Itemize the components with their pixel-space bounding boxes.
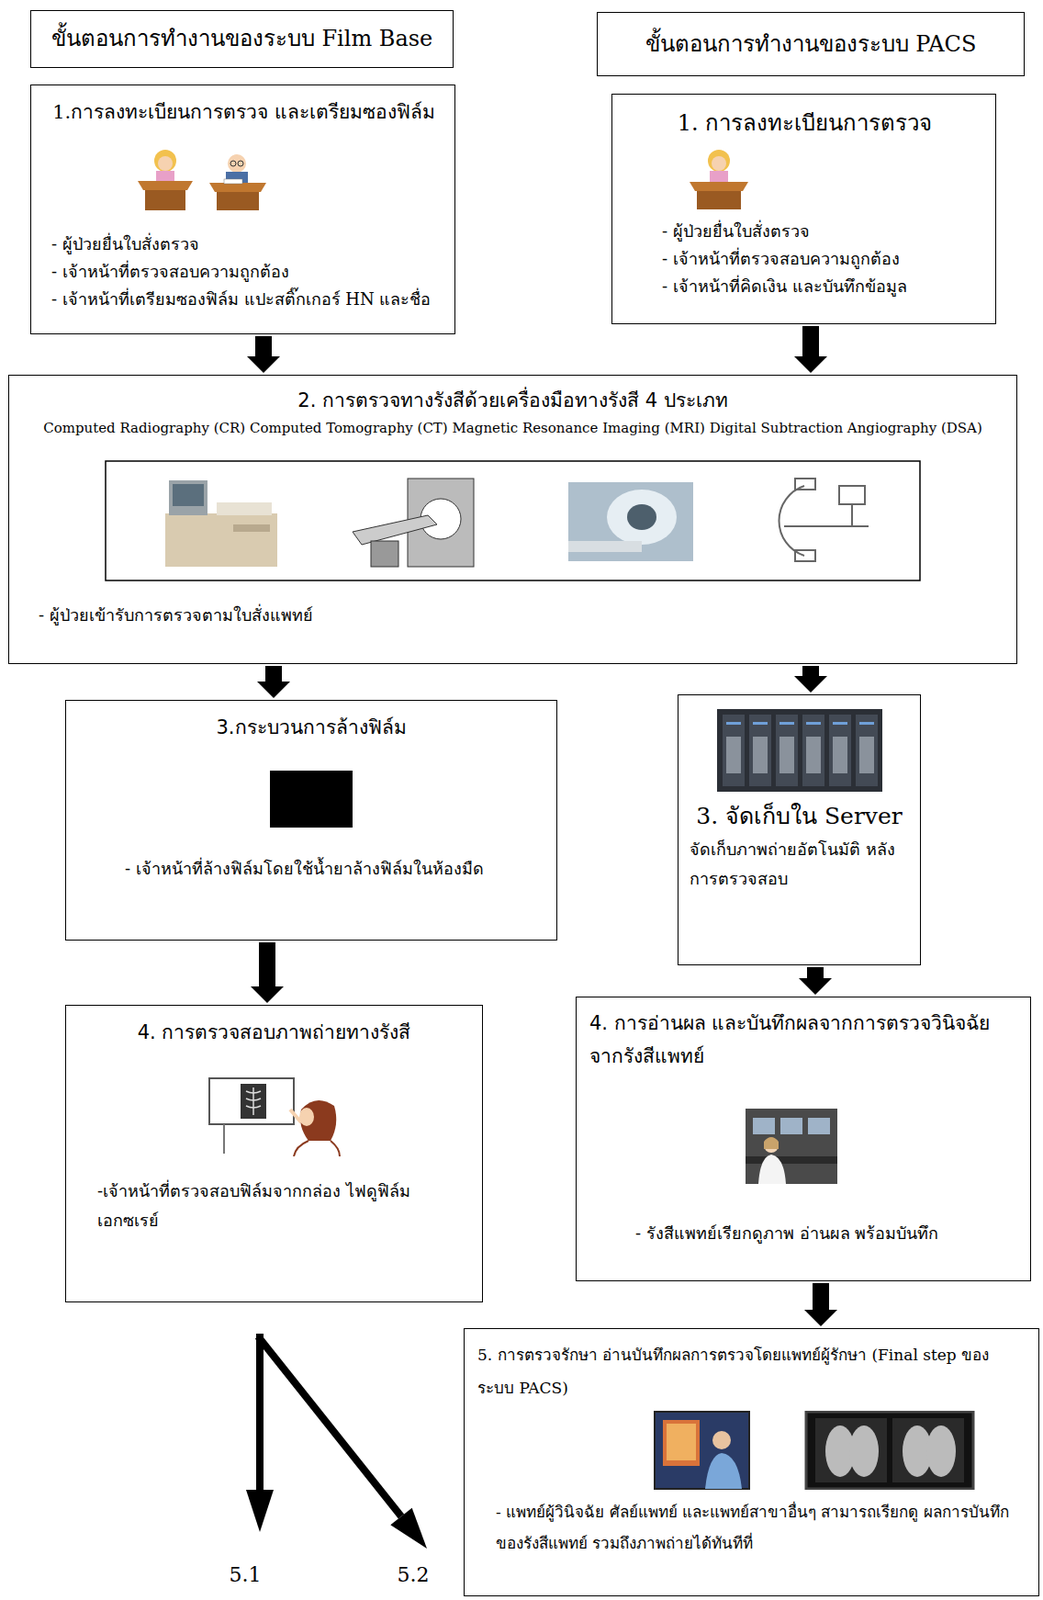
- block-arrow: [798, 966, 832, 995]
- step-detail: - ผู้ป่วยเข้ารับการตรวจตามใบสั่งแพทย์: [20, 601, 1006, 629]
- branch-number: 5.2: [392, 1560, 434, 1589]
- section-header: ขั้นตอนการทำงานของระบบ Film Base: [30, 10, 454, 68]
- step-heading: 2. การตรวจทางรังสีด้วยเครื่องมือทางรังสี…: [20, 384, 1006, 416]
- step-heading: 5. การตรวจรักษา อ่านบันทึกผลการตรวจโดยแพ…: [477, 1337, 1026, 1404]
- step-heading: 3.กระบวนการล้างฟิล์ม: [78, 711, 544, 743]
- step-detail: - เจ้าหน้าที่ล้างฟิล์มโดยใช้น้ำยาล้างฟิล…: [78, 854, 544, 883]
- block-arrow: [804, 1282, 838, 1326]
- step-detail: จัดเก็บภาพถ่ายอัตโนมัติ หลังการตรวจสอบ: [689, 834, 909, 894]
- modality-list: Computed Radiography (CR) Computed Tomog…: [20, 415, 1006, 440]
- step-heading: 1.การลงทะเบียนการตรวจ และเตรียมซองฟิล์ม: [44, 96, 444, 128]
- radiology-machines: [104, 459, 921, 582]
- process-box: 3. จัดเก็บใน Serverจัดเก็บภาพถ่ายอัตโนมั…: [677, 694, 921, 965]
- step-detail: -เจ้าหน้าที่ตรวจสอบฟิล์มจากกล่อง ไฟดูฟิล…: [78, 1176, 470, 1235]
- step-detail: - ผู้ป่วยยื่นใบสั่งตรวจ: [44, 230, 444, 258]
- block-arrow: [257, 665, 291, 698]
- section-title: ขั้นตอนการทำงานของระบบ PACS: [606, 25, 1015, 63]
- step-heading: 3. จัดเก็บใน Server: [689, 797, 909, 835]
- process-box: 2. การตรวจทางรังสีด้วยเครื่องมือทางรังสี…: [8, 374, 1018, 664]
- process-box: 3.กระบวนการล้างฟิล์ม - เจ้าหน้าที่ล้างฟิ…: [65, 699, 558, 941]
- darkroom-block: [269, 770, 353, 828]
- block-arrow: [246, 336, 281, 373]
- reading-workstation-picture: [745, 1108, 838, 1184]
- process-box: 5. การตรวจรักษา อ่านบันทึกผลการตรวจโดยแพ…: [463, 1327, 1040, 1596]
- section-header: ขั้นตอนการทำงานของระบบ PACS: [596, 11, 1025, 77]
- step-heading: 4. การตรวจสอบภาพถ่ายทางรังสี: [78, 1016, 470, 1048]
- section-title: ขั้นตอนการทำงานของระบบ Film Base: [40, 20, 444, 57]
- step-heading: 4. การอ่านผล และบันทึกผลจากการตรวจวินิจฉ…: [589, 1006, 1018, 1073]
- step-detail: - เจ้าหน้าที่เตรียมซองฟิล์ม แปะสติ๊กเกอร…: [44, 285, 444, 314]
- step-detail: - แพทย์ผู้วินิจฉัย ศัลย์แพทย์ และแพทย์สา…: [477, 1495, 1026, 1559]
- branch-number: 5.1: [224, 1560, 266, 1589]
- illustration-slot: [78, 742, 544, 855]
- process-box: 4. การตรวจสอบภาพถ่ายทางรังสี -เจ้าหน้าที…: [65, 1004, 483, 1302]
- step-detail: - รังสีแพทย์เรียกดูภาพ อ่านผล พร้อมบันทึ…: [589, 1219, 1018, 1247]
- step-heading: 1. การลงทะเบียนการตรวจ: [625, 105, 985, 141]
- step-detail: - เจ้าหน้าที่ตรวจสอบความถูกต้อง: [44, 257, 444, 286]
- process-box: 4. การอ่านผล และบันทึกผลจากการตรวจวินิจฉ…: [575, 996, 1032, 1281]
- lightbox-viewer-picture: [205, 1068, 344, 1156]
- step-detail: - เจ้าหน้าที่คิดเงิน และบันทึกข้อมูล: [625, 272, 985, 301]
- step-detail: - ผู้ป่วยยื่นใบสั่งตรวจ: [625, 217, 985, 246]
- step-detail: - เจ้าหน้าที่ตรวจสอบความถูกต้อง: [625, 245, 985, 273]
- process-box: 1.การลงทะเบียนการตรวจ และเตรียมซองฟิล์ม …: [30, 84, 456, 335]
- desk-clerk-picture: [682, 146, 756, 212]
- illustration-slot: [625, 140, 985, 218]
- split-arrow: [246, 1333, 427, 1548]
- block-arrow: [250, 942, 284, 1003]
- process-box: 1. การลงทะเบียนการตรวจ - ผู้ป่วยยื่นใบสั…: [611, 93, 997, 325]
- illustration-slot: [477, 1403, 1026, 1496]
- doctor-viewing-pictures: [653, 1410, 976, 1490]
- illustration-slot: [44, 127, 444, 231]
- server-rack-picture: [717, 708, 883, 792]
- block-arrow: [794, 665, 828, 693]
- illustration-slot: [589, 1072, 1018, 1220]
- block-arrow: [794, 325, 828, 373]
- illustration-slot: [689, 702, 909, 798]
- desk-clerks-picture: [128, 145, 276, 213]
- illustration-slot: [20, 439, 1006, 602]
- illustration-slot: [78, 1047, 470, 1177]
